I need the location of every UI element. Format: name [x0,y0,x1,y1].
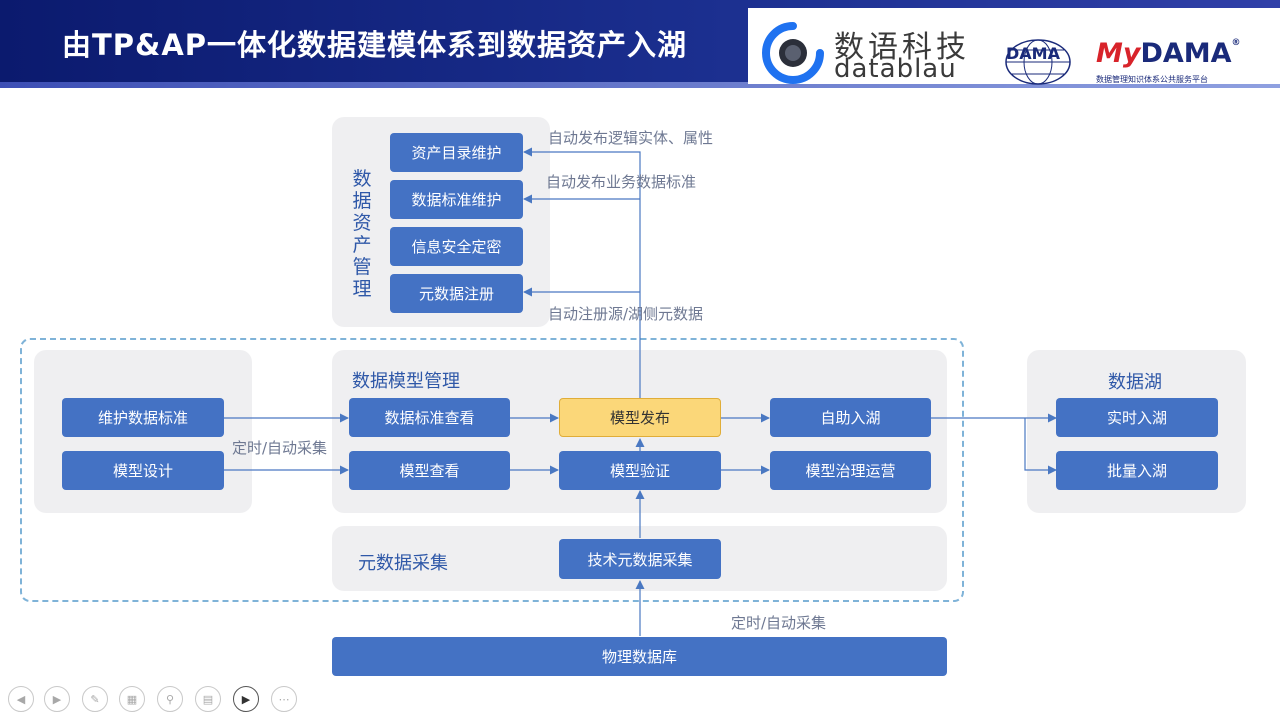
box-meta-register: 元数据注册 [390,274,523,313]
box-maintain-standard: 维护数据标准 [62,398,224,437]
box-physical-db: 物理数据库 [332,637,947,676]
box-self-lake: 自助入湖 [770,398,931,437]
dashed-region [20,338,964,602]
label-publish-entity: 自动发布逻辑实体、属性 [548,129,714,147]
meta-panel-title: 元数据采集 [358,553,448,574]
mydama-reg: ® [1231,38,1241,48]
subtitle-icon[interactable]: ▤ [195,686,221,712]
mydama-logo: MyDAMA® [1096,38,1241,69]
box-realtime-lake: 实时入湖 [1056,398,1218,437]
next-icon[interactable]: ▶ [44,686,70,712]
box-security-classification: 信息安全定密 [390,227,523,266]
asset-panel-title: 数据资产管理 [352,168,372,300]
prev-icon[interactable]: ◀ [8,686,34,712]
line-publish-up [523,147,641,398]
dama-logo-text: DAMA [1006,44,1060,63]
label-publish-standard: 自动发布业务数据标准 [546,173,697,191]
label-register-meta: 自动注册源/湖侧元数据 [548,305,704,323]
box-model-design: 模型设计 [62,451,224,490]
mydama-tagline: 数据管理知识体系公共服务平台 [1096,75,1208,84]
box-standard-maint: 数据标准维护 [390,180,523,219]
pen-icon[interactable]: ✎ [82,686,108,712]
box-asset-catalog: 资产目录维护 [390,133,523,172]
label-collect-left: 定时/自动采集 [232,439,328,457]
box-tech-meta-collect: 技术元数据采集 [559,539,721,579]
box-model-publish: 模型发布 [559,398,721,437]
more-icon[interactable]: ⋯ [271,686,297,712]
box-batch-lake: 批量入湖 [1056,451,1218,490]
box-model-view: 模型查看 [349,451,510,490]
mydama-dama: DAMA [1140,38,1232,69]
model-panel-title: 数据模型管理 [352,371,460,392]
box-standard-view: 数据标准查看 [349,398,510,437]
box-model-governance: 模型治理运营 [770,451,931,490]
page-title: 由TP&AP一体化数据建模体系到数据资产入湖 [62,28,688,62]
mydama-my: My [1096,38,1141,69]
box-model-verify: 模型验证 [559,451,721,490]
arrow-to-batch-lake [1024,418,1057,475]
label-collect-bottom: 定时/自动采集 [731,614,827,632]
zoom-icon[interactable]: ⚲ [157,686,183,712]
camera-icon[interactable]: ▶ [233,686,259,712]
datablau-logo-icon [762,22,824,84]
dama-globe-icon [1005,39,1071,85]
logo-panel [748,8,1280,84]
brand-en: datablau [834,54,957,84]
slides-icon[interactable]: ▦ [119,686,145,712]
lake-panel-title: 数据湖 [1108,372,1162,393]
brand-cn: 数语科技 [834,30,970,65]
